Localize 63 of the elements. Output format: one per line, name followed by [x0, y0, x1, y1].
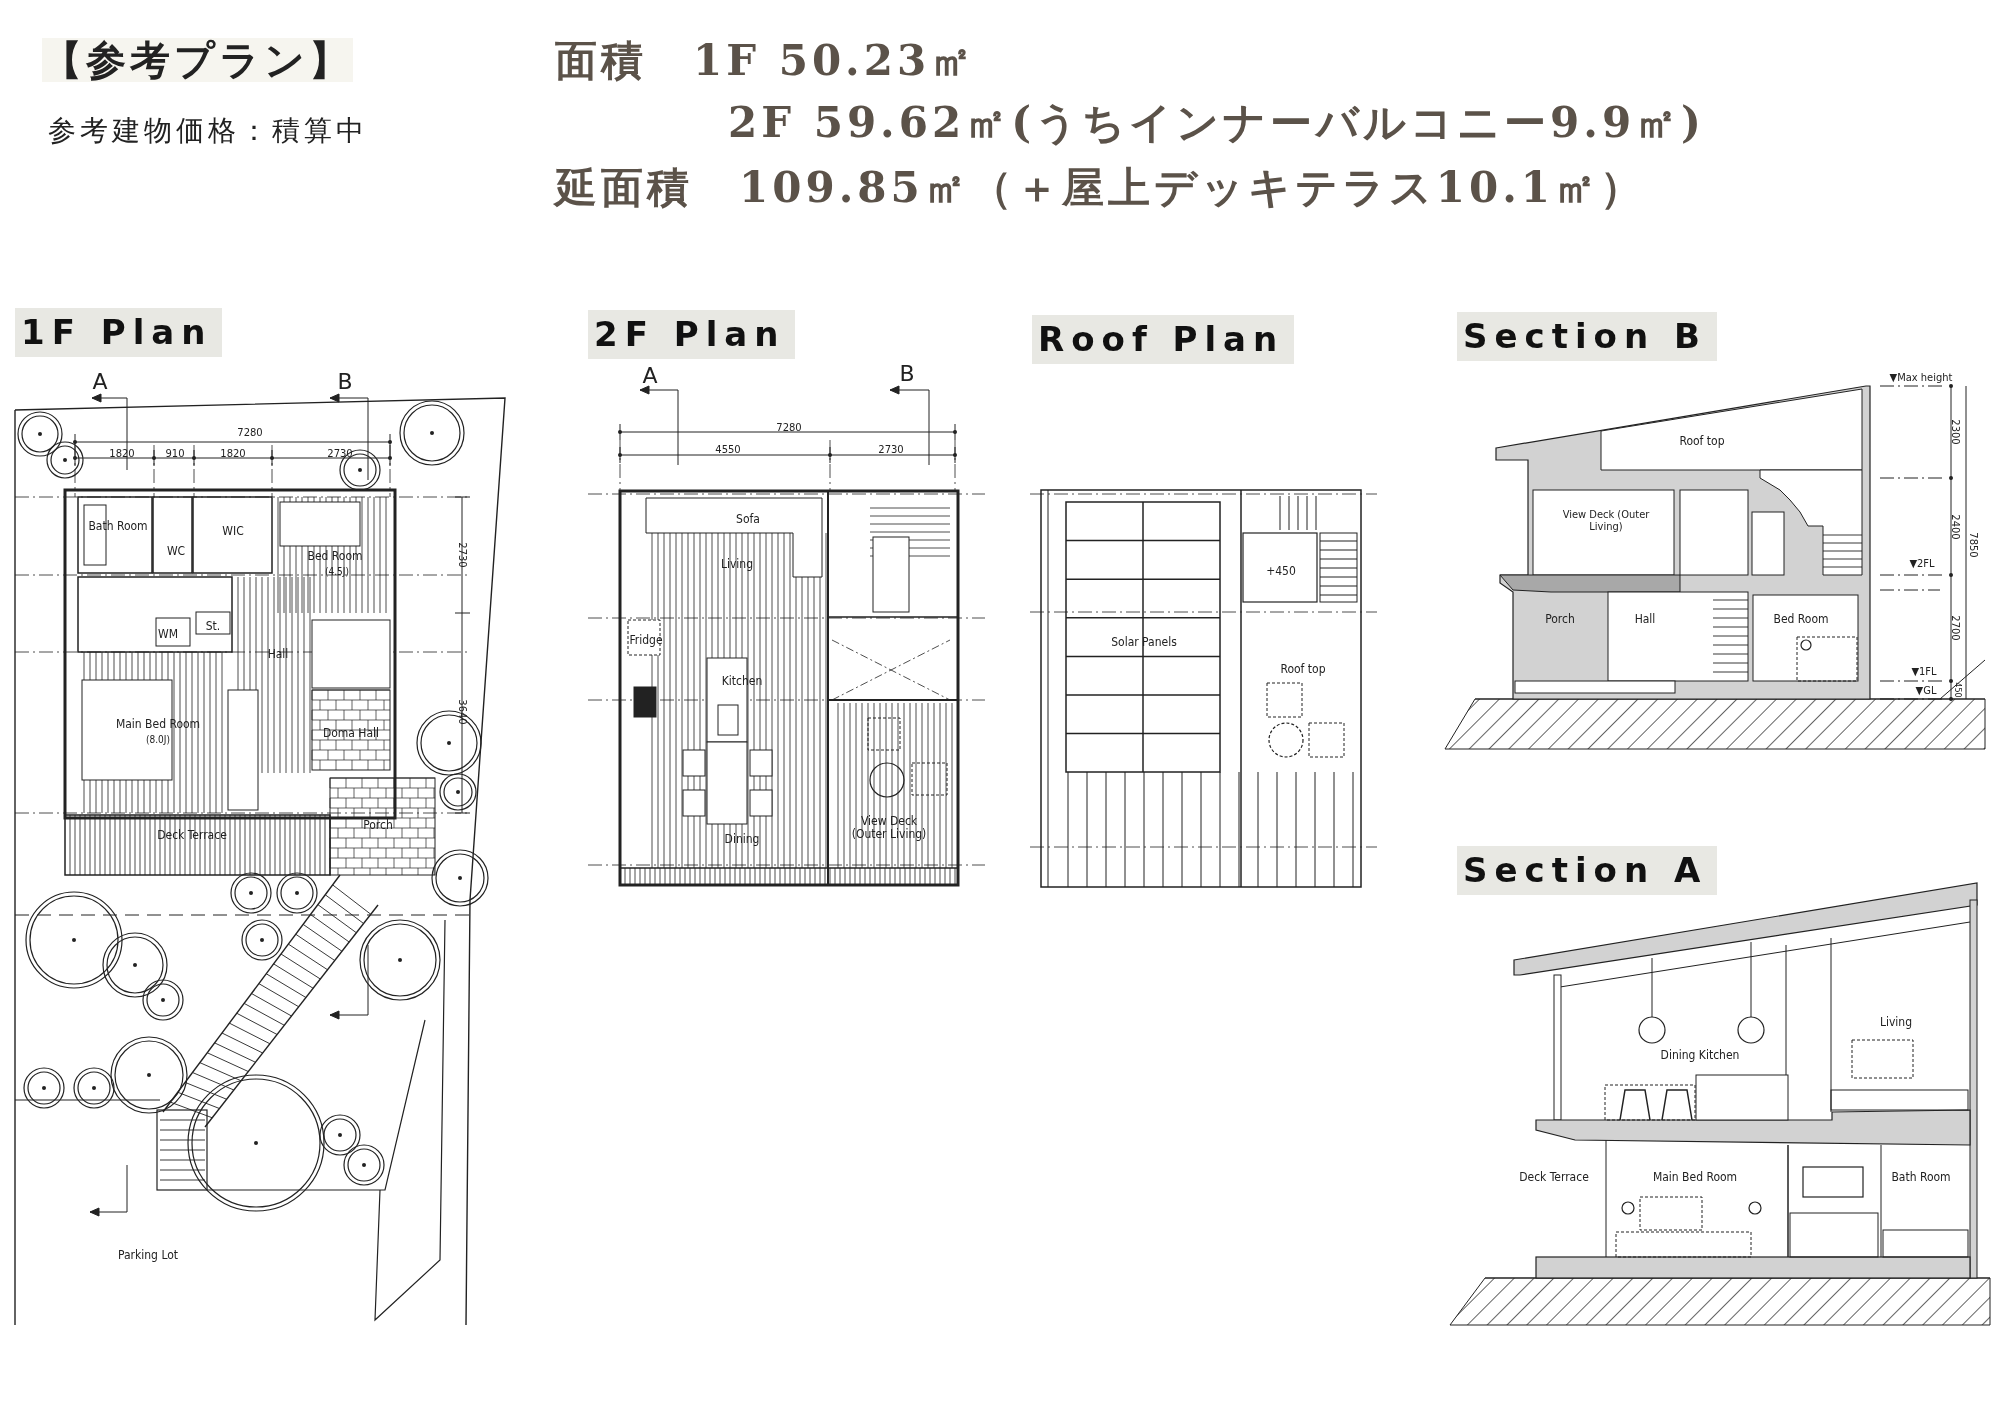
- room-label: Hall: [267, 648, 289, 662]
- section-cut-letter: B: [899, 361, 915, 387]
- room-label: WC: [166, 545, 186, 559]
- room-label: Deck Terrace: [157, 829, 227, 843]
- heading-text: 延面積 109.85㎡（＋屋上デッキテラス10.1㎡）: [555, 165, 1647, 212]
- room-label: +450: [1266, 565, 1296, 579]
- level-marker-text: ▼GL: [1915, 684, 1937, 698]
- heading-text: 面積 1F 50.23㎡: [555, 38, 977, 85]
- level-marker-text: ▼Max height: [1889, 371, 1953, 385]
- price-note: 参考建物価格：積算中: [48, 116, 368, 147]
- drawing-title-tag: Section B: [1457, 312, 1717, 362]
- room-label: Fridge: [629, 634, 663, 648]
- room-label: View Deck (Outer Living): [1561, 508, 1651, 534]
- room-label: Sofa: [736, 513, 760, 527]
- dimension-text: 7850: [1967, 532, 1979, 558]
- dimension-text: 450: [1952, 682, 1962, 698]
- drawing-title-tag: Roof Plan: [1032, 315, 1295, 365]
- room-label: Deck Terrace: [1519, 1171, 1589, 1185]
- dimension-text: 4550: [715, 443, 741, 455]
- room-label: Main Bed Room: [1652, 1171, 1738, 1185]
- room-label: Bed Room: [307, 550, 363, 564]
- room-label: Roof top: [1280, 663, 1326, 677]
- room-label: Hall: [1634, 613, 1656, 627]
- drawing-title-tag: 2F Plan: [588, 310, 796, 360]
- level-marker-text: ▼1FL: [1911, 665, 1937, 679]
- drawing-title-tag: Section A: [1457, 846, 1718, 896]
- level-marker-text: ▼2FL: [1909, 557, 1935, 571]
- room-label: Porch: [363, 819, 393, 833]
- room-label: Bath Room: [88, 520, 148, 534]
- room-label: Parking Lot: [118, 1249, 178, 1263]
- room-label: Porch: [1545, 613, 1575, 627]
- dimension-text: 1820: [109, 447, 135, 459]
- section-cut-letter: A: [92, 369, 108, 395]
- section-cut-letter: B: [337, 369, 353, 395]
- room-label: (4.5J): [325, 565, 349, 577]
- dimension-text: 3640: [456, 699, 468, 725]
- room-label: WM: [158, 628, 178, 642]
- room-label: Doma Hall: [322, 727, 380, 741]
- heading-text: 2F 59.62㎡(うちインナーバルコニー9.9㎡): [728, 100, 1705, 147]
- room-label: Dining Kitchen: [1660, 1049, 1740, 1063]
- room-label: WIC: [222, 525, 244, 539]
- dimension-text: 2400: [1949, 514, 1961, 540]
- heading-text: 【参考プラン】: [42, 38, 353, 82]
- room-label: View Deck (Outer Living): [850, 814, 928, 842]
- dimension-text: 2300: [1949, 419, 1961, 445]
- dimension-text: 7280: [237, 426, 263, 438]
- dimension-text: 2700: [1949, 615, 1961, 641]
- room-label: Roof top: [1679, 435, 1725, 449]
- room-label: Bath Room: [1891, 1171, 1951, 1185]
- dimension-text: 1820: [220, 447, 246, 459]
- dimension-text: 2730: [456, 542, 468, 568]
- room-label: Bed Room: [1773, 613, 1829, 627]
- room-label: Dining: [724, 833, 760, 847]
- room-label: St.: [205, 620, 221, 634]
- section-cut-letter: A: [642, 363, 658, 389]
- room-label: Living: [1879, 1016, 1913, 1030]
- dimension-text: 2730: [878, 443, 904, 455]
- room-label: (8.0J): [146, 733, 170, 745]
- dimension-text: 910: [165, 447, 185, 459]
- room-label: Main Bed Room: [115, 718, 201, 732]
- drawing-title-tag: 1F Plan: [15, 308, 223, 358]
- dimension-text: 7280: [776, 421, 802, 433]
- room-label: Living: [720, 558, 754, 572]
